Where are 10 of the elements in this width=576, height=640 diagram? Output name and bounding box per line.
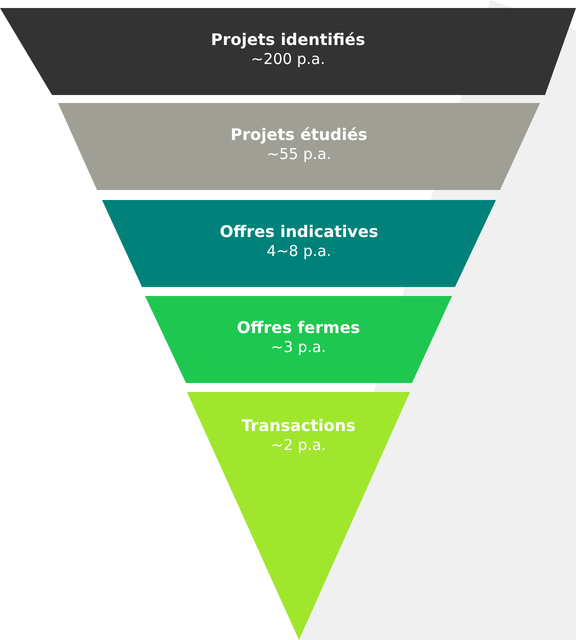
stage-count: ~3 p.a. <box>270 338 326 356</box>
stage-count: ~55 p.a. <box>266 145 332 163</box>
stage-title: Projets identifiés <box>210 30 366 49</box>
stage-title: Offres fermes <box>236 318 360 337</box>
stage-count: 4~8 p.a. <box>266 242 332 260</box>
stage-count: ~200 p.a. <box>250 50 326 68</box>
stage-title: Projets étudiés <box>230 125 368 144</box>
stage-count: ~2 p.a. <box>270 436 326 454</box>
stage-title: Offres indicatives <box>220 222 378 241</box>
stage-title: Transactions <box>241 416 356 435</box>
